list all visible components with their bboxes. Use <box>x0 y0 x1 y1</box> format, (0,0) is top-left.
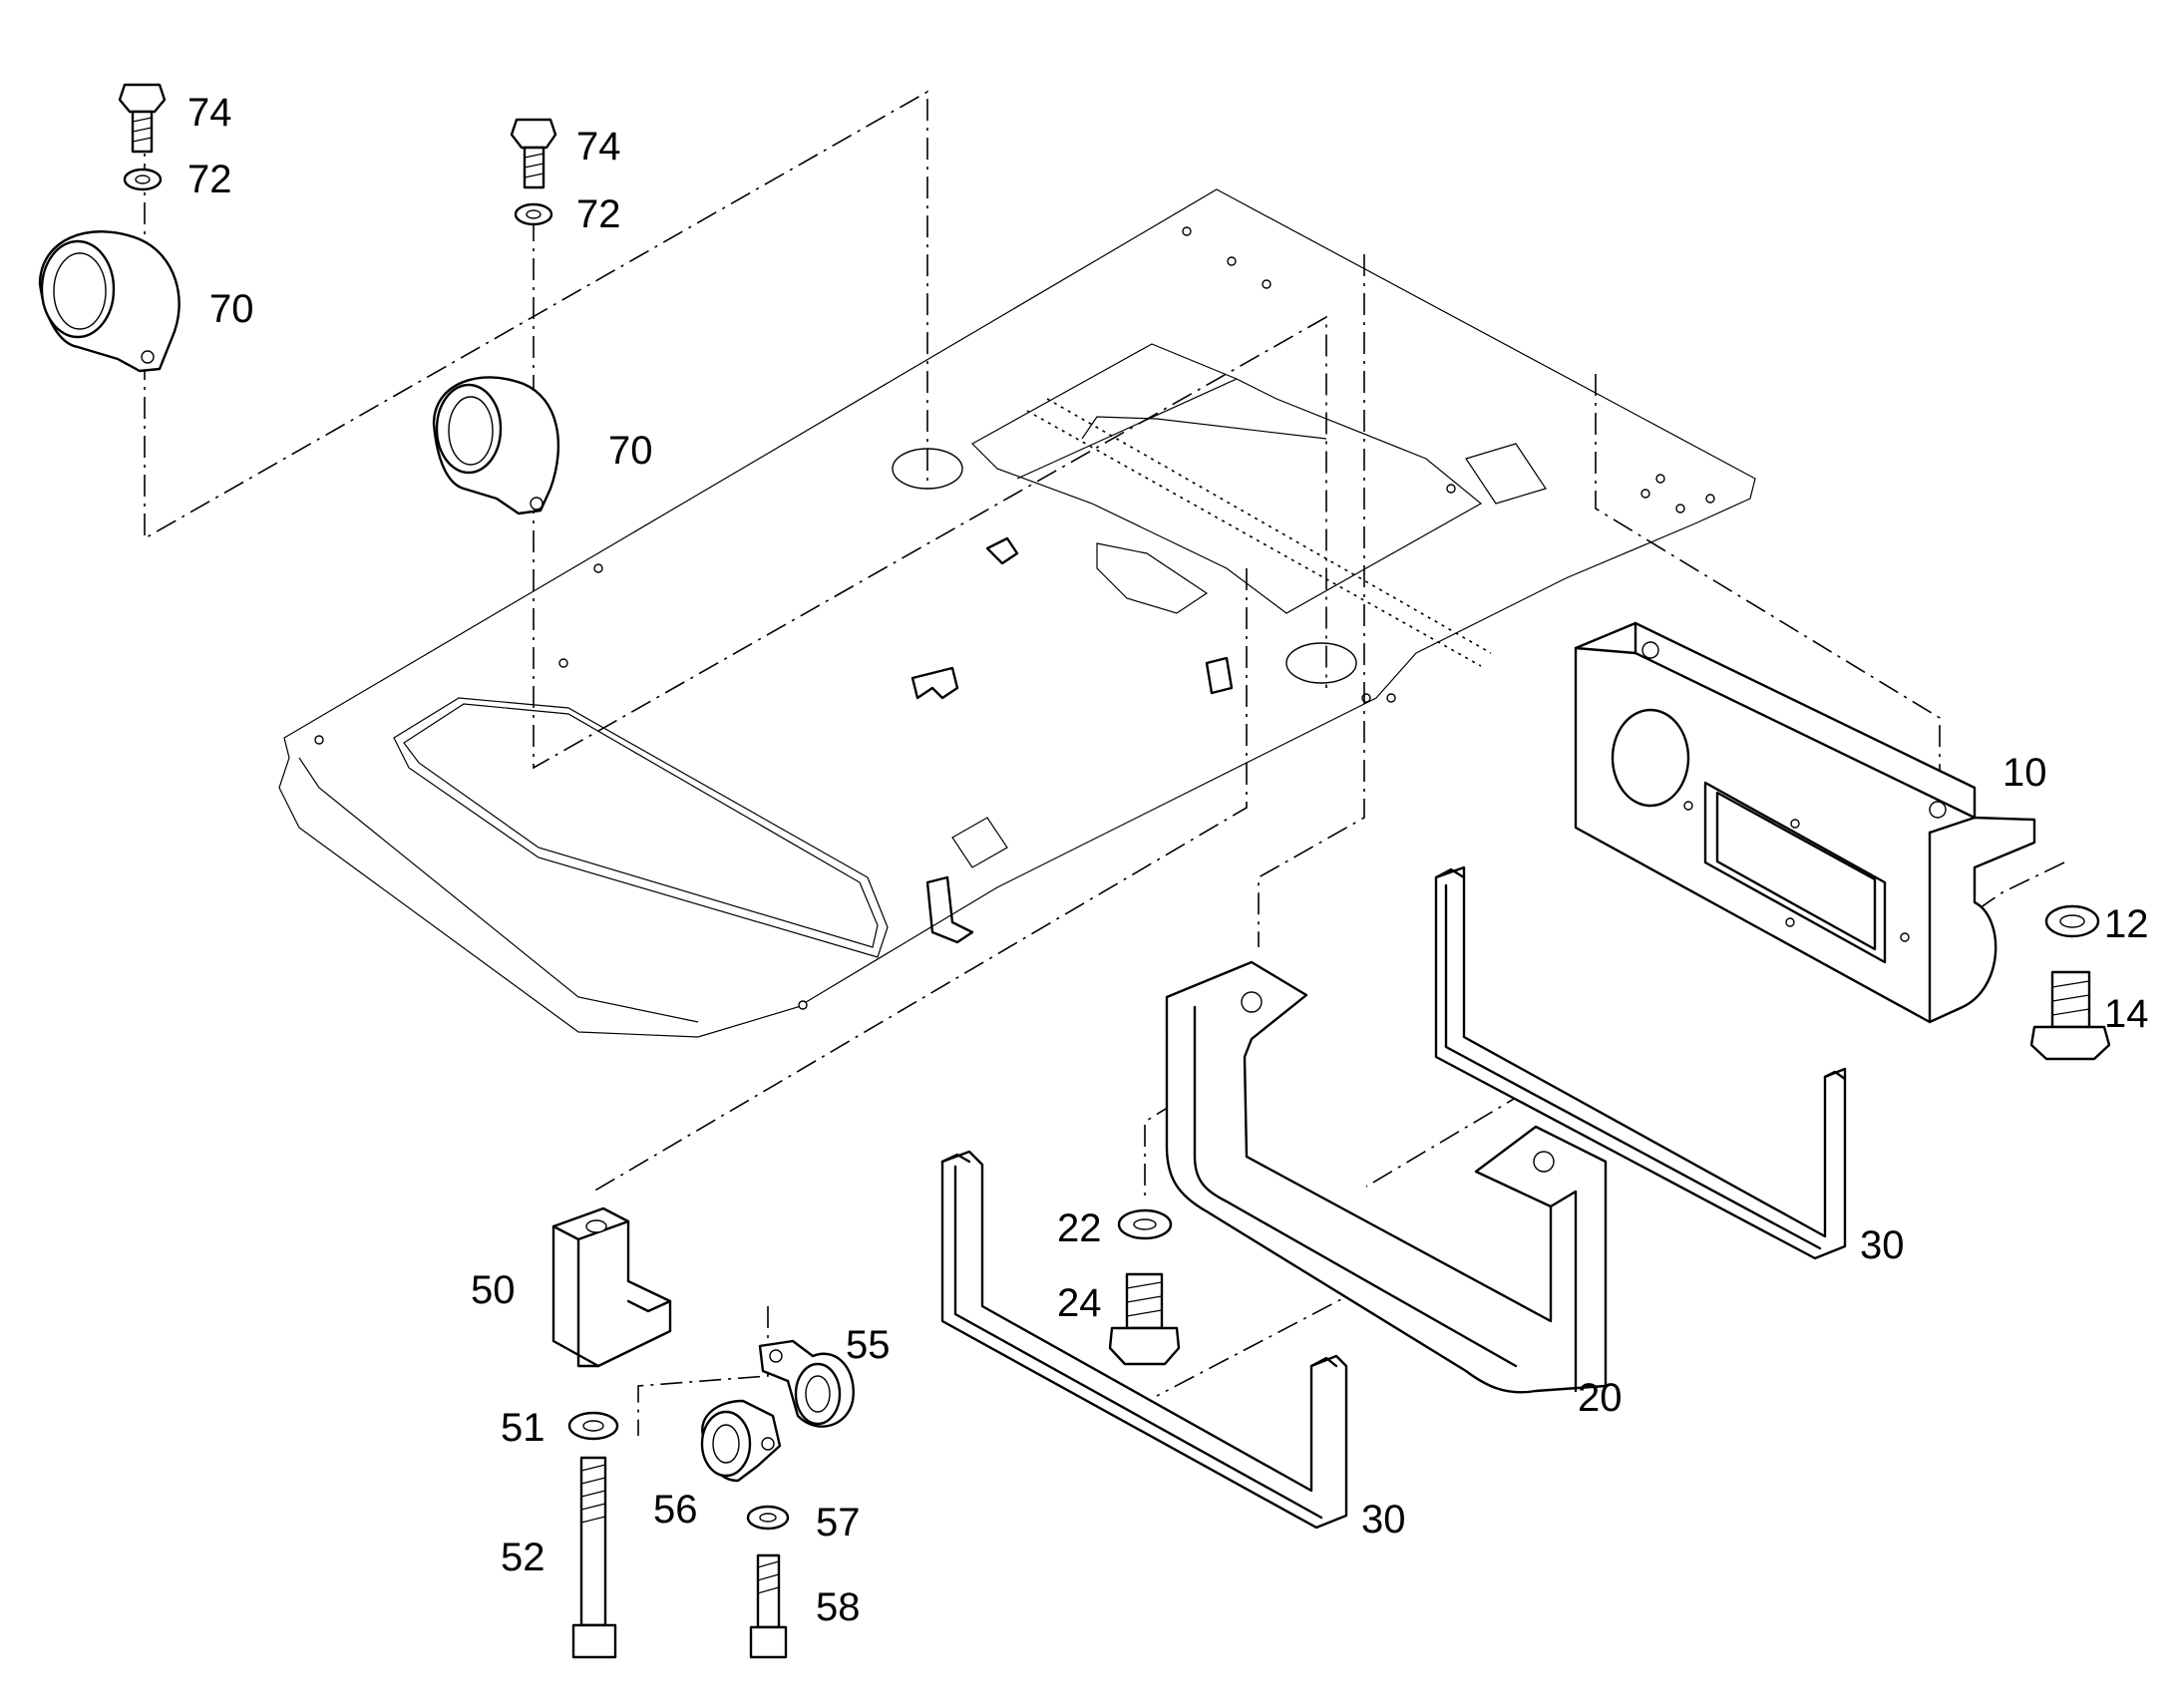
cover-housing-10 <box>1574 621 2036 1024</box>
block-50 <box>551 1206 672 1368</box>
callout-51: 51 <box>501 1406 545 1450</box>
callout-10: 10 <box>2002 751 2047 795</box>
callout-22: 22 <box>1057 1206 1102 1250</box>
callout-72-left: 72 <box>187 158 232 201</box>
callout-50: 50 <box>471 1268 516 1312</box>
bracket-20 <box>1165 960 1608 1394</box>
clamp-55 <box>758 1339 855 1428</box>
washer-72-right <box>514 202 553 226</box>
duct-elbow-70-right <box>432 376 560 515</box>
base-plate <box>278 188 1756 1038</box>
u-frame-30-left <box>940 1150 1348 1530</box>
callout-14: 14 <box>2104 992 2149 1036</box>
washer-12 <box>2044 904 2100 938</box>
callout-70-right: 70 <box>608 429 653 473</box>
callout-30-left: 30 <box>1361 1498 1406 1541</box>
duct-elbow-70-left <box>38 230 181 373</box>
bolt-14 <box>2029 970 2111 1061</box>
washer-57 <box>746 1505 790 1531</box>
callout-12: 12 <box>2104 902 2149 946</box>
washer-51 <box>567 1411 619 1441</box>
bolt-74-left <box>118 83 167 154</box>
callout-20: 20 <box>1578 1376 1623 1420</box>
callout-52: 52 <box>501 1536 545 1579</box>
washer-72-left <box>123 168 163 191</box>
callout-24: 24 <box>1057 1281 1102 1325</box>
callout-56: 56 <box>653 1488 698 1532</box>
bolt-24 <box>1108 1272 1181 1366</box>
screw-52 <box>571 1456 617 1659</box>
clamp-56 <box>700 1399 782 1483</box>
callout-74-right: 74 <box>576 125 621 169</box>
callout-30-right: 30 <box>1860 1223 1905 1267</box>
washer-22 <box>1117 1208 1173 1240</box>
callout-58: 58 <box>816 1585 861 1629</box>
bolt-74-right <box>510 118 557 189</box>
callout-55: 55 <box>846 1323 891 1367</box>
callout-70-left: 70 <box>209 287 254 331</box>
callout-57: 57 <box>816 1501 861 1544</box>
screw-58 <box>749 1553 788 1659</box>
callout-74-left: 74 <box>187 91 232 135</box>
u-frame-30-right <box>1434 865 1847 1260</box>
callout-labels: 74 72 70 74 72 70 10 12 14 30 22 24 20 3… <box>187 91 2149 1629</box>
callout-72-right: 72 <box>576 192 621 236</box>
